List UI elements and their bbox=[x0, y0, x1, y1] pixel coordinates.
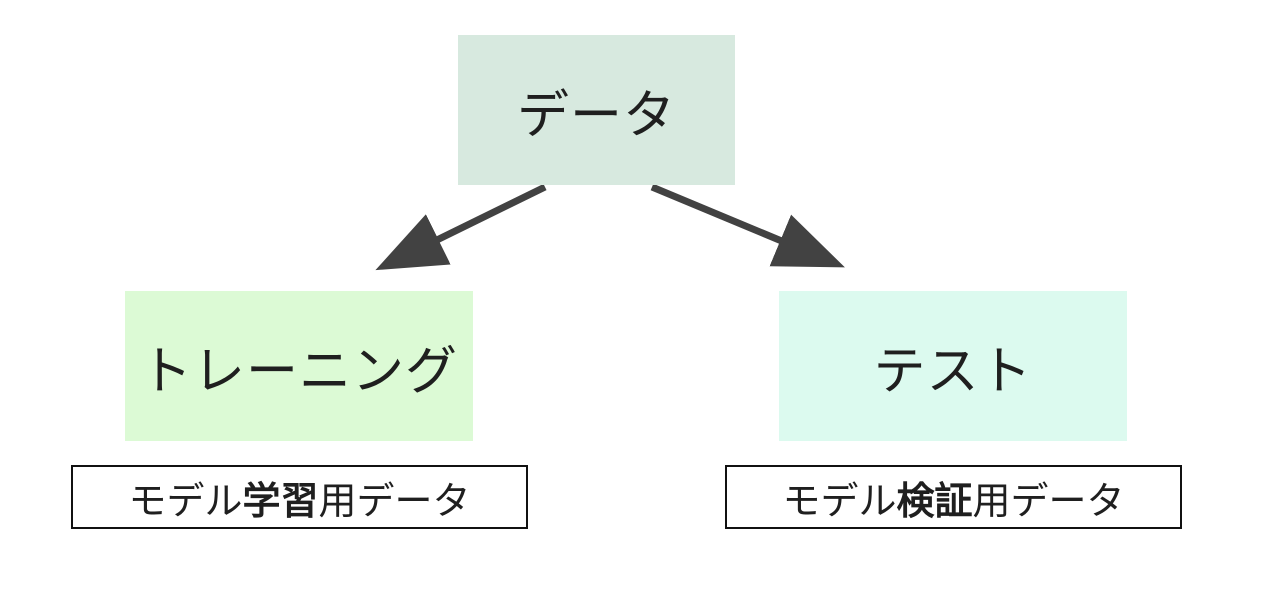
training-caption-prefix: モデル bbox=[128, 478, 243, 523]
test-caption-suffix: 用データ bbox=[972, 478, 1125, 523]
data-node: データ bbox=[458, 35, 735, 185]
training-node: トレーニング bbox=[125, 291, 473, 441]
training-node-label: トレーニング bbox=[139, 341, 458, 402]
arrow-data-to-training bbox=[375, 183, 547, 271]
test-node: テスト bbox=[779, 291, 1127, 441]
test-caption: モデル検証用データ bbox=[725, 465, 1182, 529]
test-caption-emphasis: 検証 bbox=[896, 478, 973, 523]
data-node-label: データ bbox=[516, 85, 676, 146]
test-caption-prefix: モデル bbox=[782, 478, 897, 523]
test-node-label: テスト bbox=[873, 341, 1033, 402]
training-caption-emphasis: 学習 bbox=[242, 478, 319, 523]
training-caption-suffix: 用データ bbox=[318, 478, 471, 523]
training-caption: モデル学習用データ bbox=[71, 465, 528, 529]
arrow-data-to-test bbox=[650, 183, 845, 268]
